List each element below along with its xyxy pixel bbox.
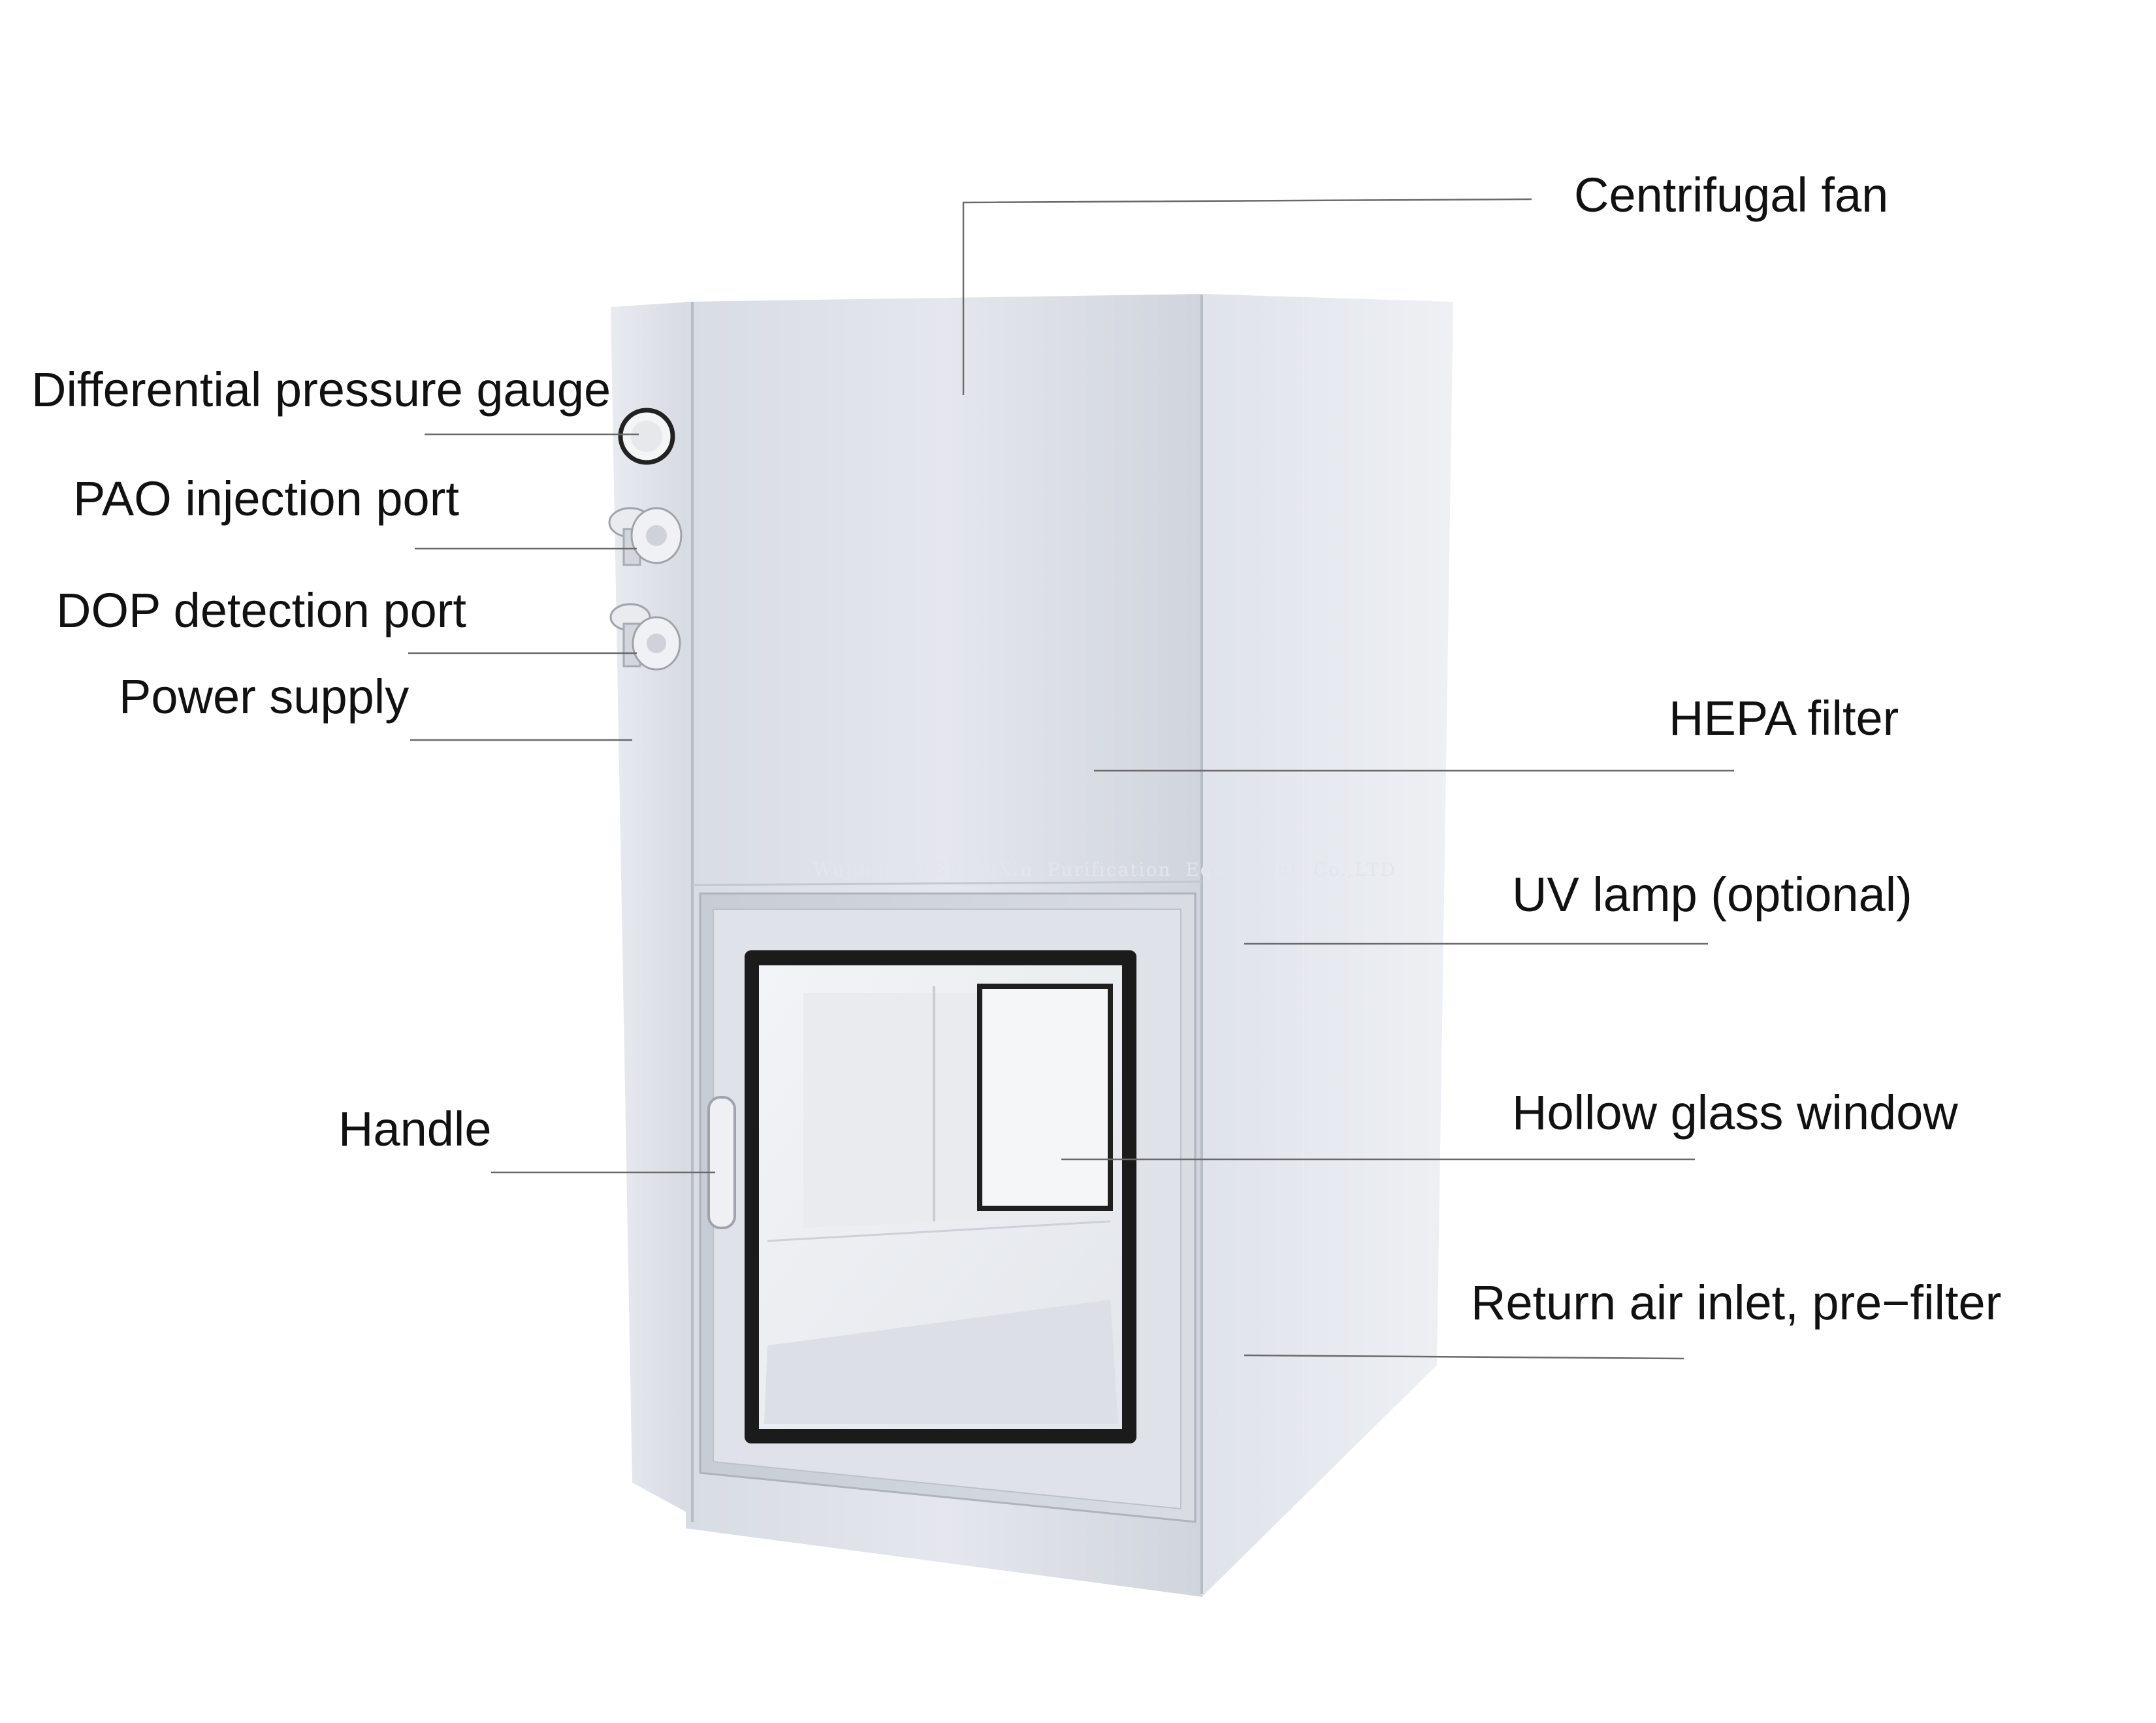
label-uv-lamp: UV lamp (optional) (1512, 867, 1912, 922)
leader-return-air-inlet (1244, 1354, 1684, 1360)
label-dop-detection-port: DOP detection port (56, 583, 466, 637)
pao-port (608, 507, 683, 566)
label-hollow-glass-window: Hollow glass window (1512, 1086, 1958, 1140)
leader-lines (408, 198, 1734, 1360)
pressure-gauge-face (631, 421, 662, 452)
door-assembly (699, 892, 1197, 1523)
top-panel-seam (692, 880, 1202, 886)
label-differential-pressure-gauge: Differential pressure gauge (31, 362, 611, 417)
watermark-text: Wujiang DeShengXin Purification Equipmen… (813, 859, 1396, 880)
interior-side-window (977, 984, 1113, 1211)
cabinet-left-edge (611, 302, 692, 1515)
label-return-air-inlet: Return air inlet, pre−filter (1471, 1276, 2002, 1330)
dop-port (609, 603, 681, 671)
door-handle (707, 1096, 736, 1229)
label-handle: Handle (338, 1102, 492, 1156)
label-hepa-filter: HEPA filter (1669, 691, 1899, 745)
label-power-supply: Power supply (119, 669, 410, 724)
cabinet-right-side (1202, 294, 1453, 1597)
interior-floor (764, 1300, 1118, 1424)
side-fittings (608, 408, 683, 671)
label-pao-injection-port: PAO injection port (73, 472, 459, 526)
label-centrifugal-fan: Centrifugal fan (1574, 168, 1889, 222)
leader-centrifugal-fan (962, 198, 1532, 395)
interior-floor-edge (767, 1220, 1111, 1242)
